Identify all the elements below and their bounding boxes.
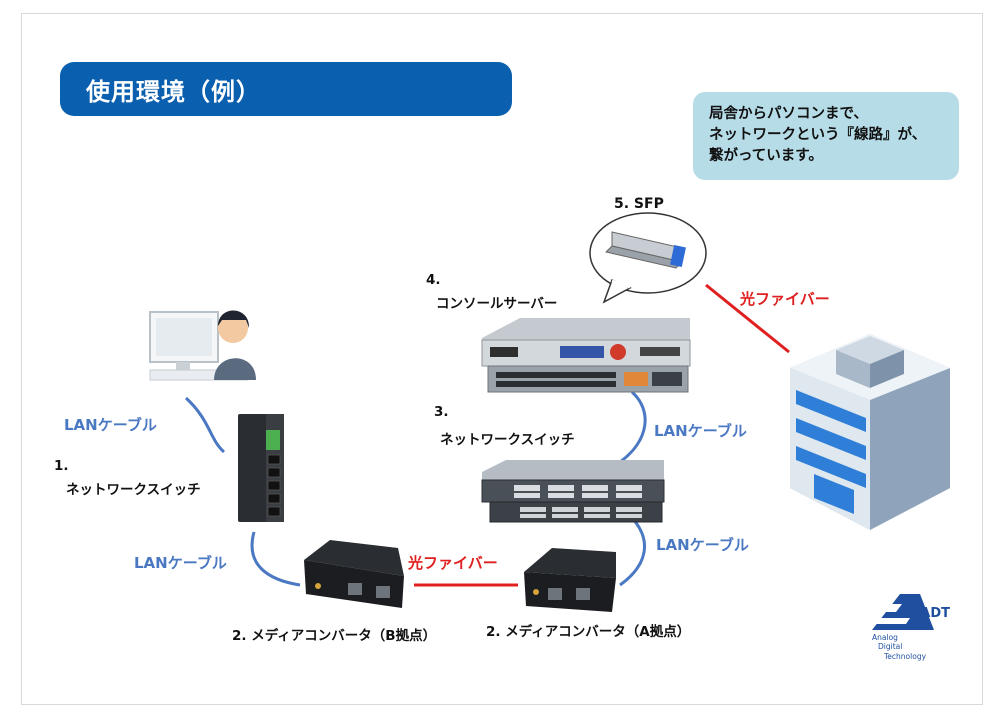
logo-line-1: Analog (872, 633, 898, 642)
lan-label-pc: LANケーブル (64, 416, 157, 434)
lan-line-pc (184, 396, 226, 454)
media-converter-b-icon (304, 540, 404, 608)
switch3-number-label: 3. (434, 404, 449, 420)
fiber-label-mid: 光ファイバー (408, 554, 498, 572)
lan-label-console: LANケーブル (654, 422, 747, 440)
console-number-label: 4. (426, 272, 441, 288)
pc-user-icon (149, 310, 256, 381)
adt-logo-mark (872, 594, 934, 630)
switch3-name-label: ネットワークスイッチ (440, 432, 575, 448)
info-callout: 局舎からパソコンまで、 ネットワークという『線路』が、 繋がっています。 (693, 92, 959, 180)
logo-line-3: Technology (884, 651, 927, 661)
converter-a-label: 2. メディアコンバータ（A拠点） (486, 624, 691, 640)
switch1-name-label: ネットワークスイッチ (66, 482, 201, 498)
logo-line-2: Digital (878, 642, 903, 652)
logo-wordmark: Analog Digital Technology (872, 633, 926, 661)
sfp-module-icon (605, 231, 686, 269)
callout-line-3: 繋がっています。 (709, 148, 823, 165)
building-icon (790, 334, 950, 530)
lan-label-switch3: LANケーブル (656, 536, 749, 554)
lan-label-switch1: LANケーブル (134, 554, 227, 572)
lan-line-switch3 (619, 516, 646, 587)
lan-line-switch1 (250, 531, 301, 587)
callout-line-2: ネットワークという『線路』が、 (709, 127, 927, 144)
sfp-label: 5. SFP (614, 196, 664, 212)
converter-b-label: 2. メディアコンバータ（B拠点） (232, 628, 437, 644)
console-server-icon (481, 318, 691, 393)
page-title: 使用環境（例） (60, 62, 512, 116)
switch1-number-label: 1. (54, 458, 69, 474)
console-name-label: コンソールサーバー (436, 296, 558, 312)
lan-line-console (619, 390, 647, 464)
industrial-switch-icon (238, 414, 284, 522)
network-switch-icon (481, 460, 665, 523)
media-converter-a-icon (524, 548, 616, 612)
fiber-label-top: 光ファイバー (740, 290, 830, 308)
fiber-line-top (705, 283, 790, 354)
logo-mark-text: ADT (920, 606, 950, 621)
connections (184, 283, 790, 587)
callout-line-1: 局舎からパソコンまで、 (709, 106, 868, 122)
